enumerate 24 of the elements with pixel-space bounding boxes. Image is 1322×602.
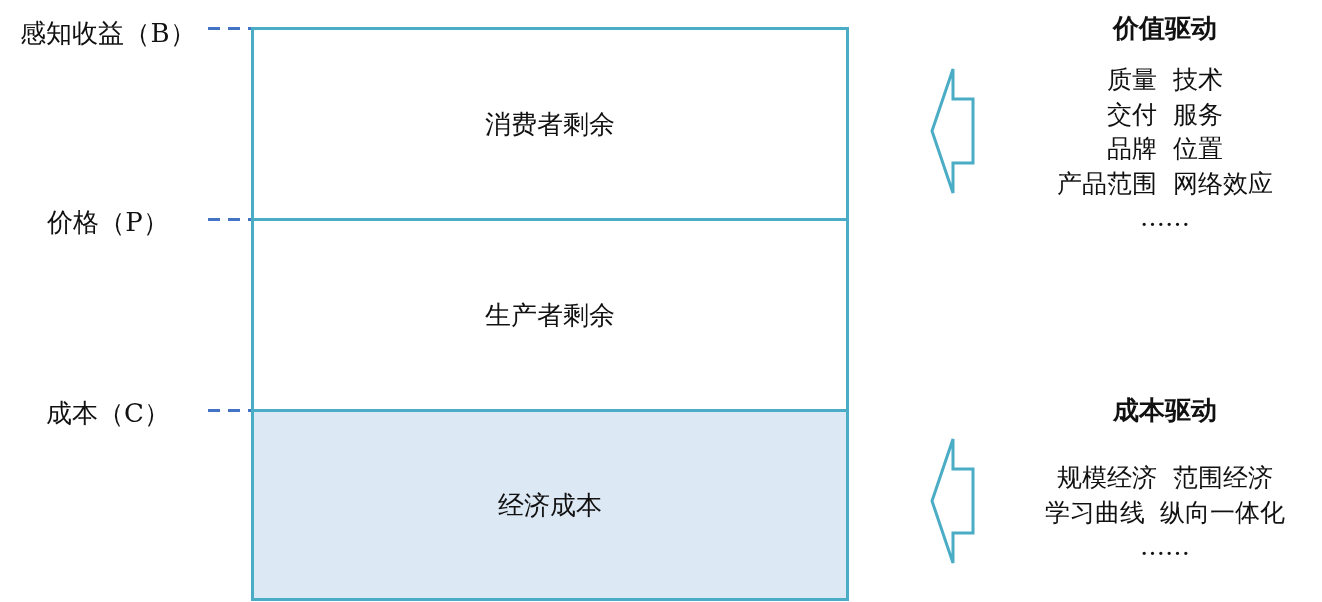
- driver-item: 质量 技术: [1107, 64, 1223, 96]
- band-label: 生产者剩余: [485, 298, 615, 332]
- leader-line: [208, 218, 251, 221]
- driver-item: 学习曲线 纵向一体化: [1044, 496, 1286, 529]
- leader-line: [208, 27, 251, 30]
- block-arrow: [930, 67, 975, 195]
- level-label: 价格（P）: [8, 202, 208, 242]
- driver-item: 规模经济 范围经济: [1057, 462, 1273, 494]
- level-label: 感知收益（B）: [8, 13, 208, 53]
- driver-item: ……: [1140, 202, 1190, 235]
- surplus-band: [251, 218, 849, 412]
- driver-item: 品牌 位置: [1107, 133, 1223, 166]
- surplus-band: [251, 27, 849, 221]
- cost-band: [251, 409, 849, 601]
- driver-heading: 价值驱动: [1113, 12, 1217, 45]
- driver-item: ……: [1140, 531, 1190, 564]
- leader-line: [208, 409, 251, 412]
- band-label: 经济成本: [498, 488, 602, 522]
- level-label: 成本（C）: [8, 393, 208, 433]
- driver-item: 交付 服务: [1107, 98, 1223, 131]
- driver-heading: 成本驱动: [1113, 394, 1217, 427]
- block-arrow: [930, 437, 975, 565]
- band-label: 消费者剩余: [485, 107, 615, 141]
- driver-item: 产品范围 网络效应: [1057, 167, 1273, 200]
